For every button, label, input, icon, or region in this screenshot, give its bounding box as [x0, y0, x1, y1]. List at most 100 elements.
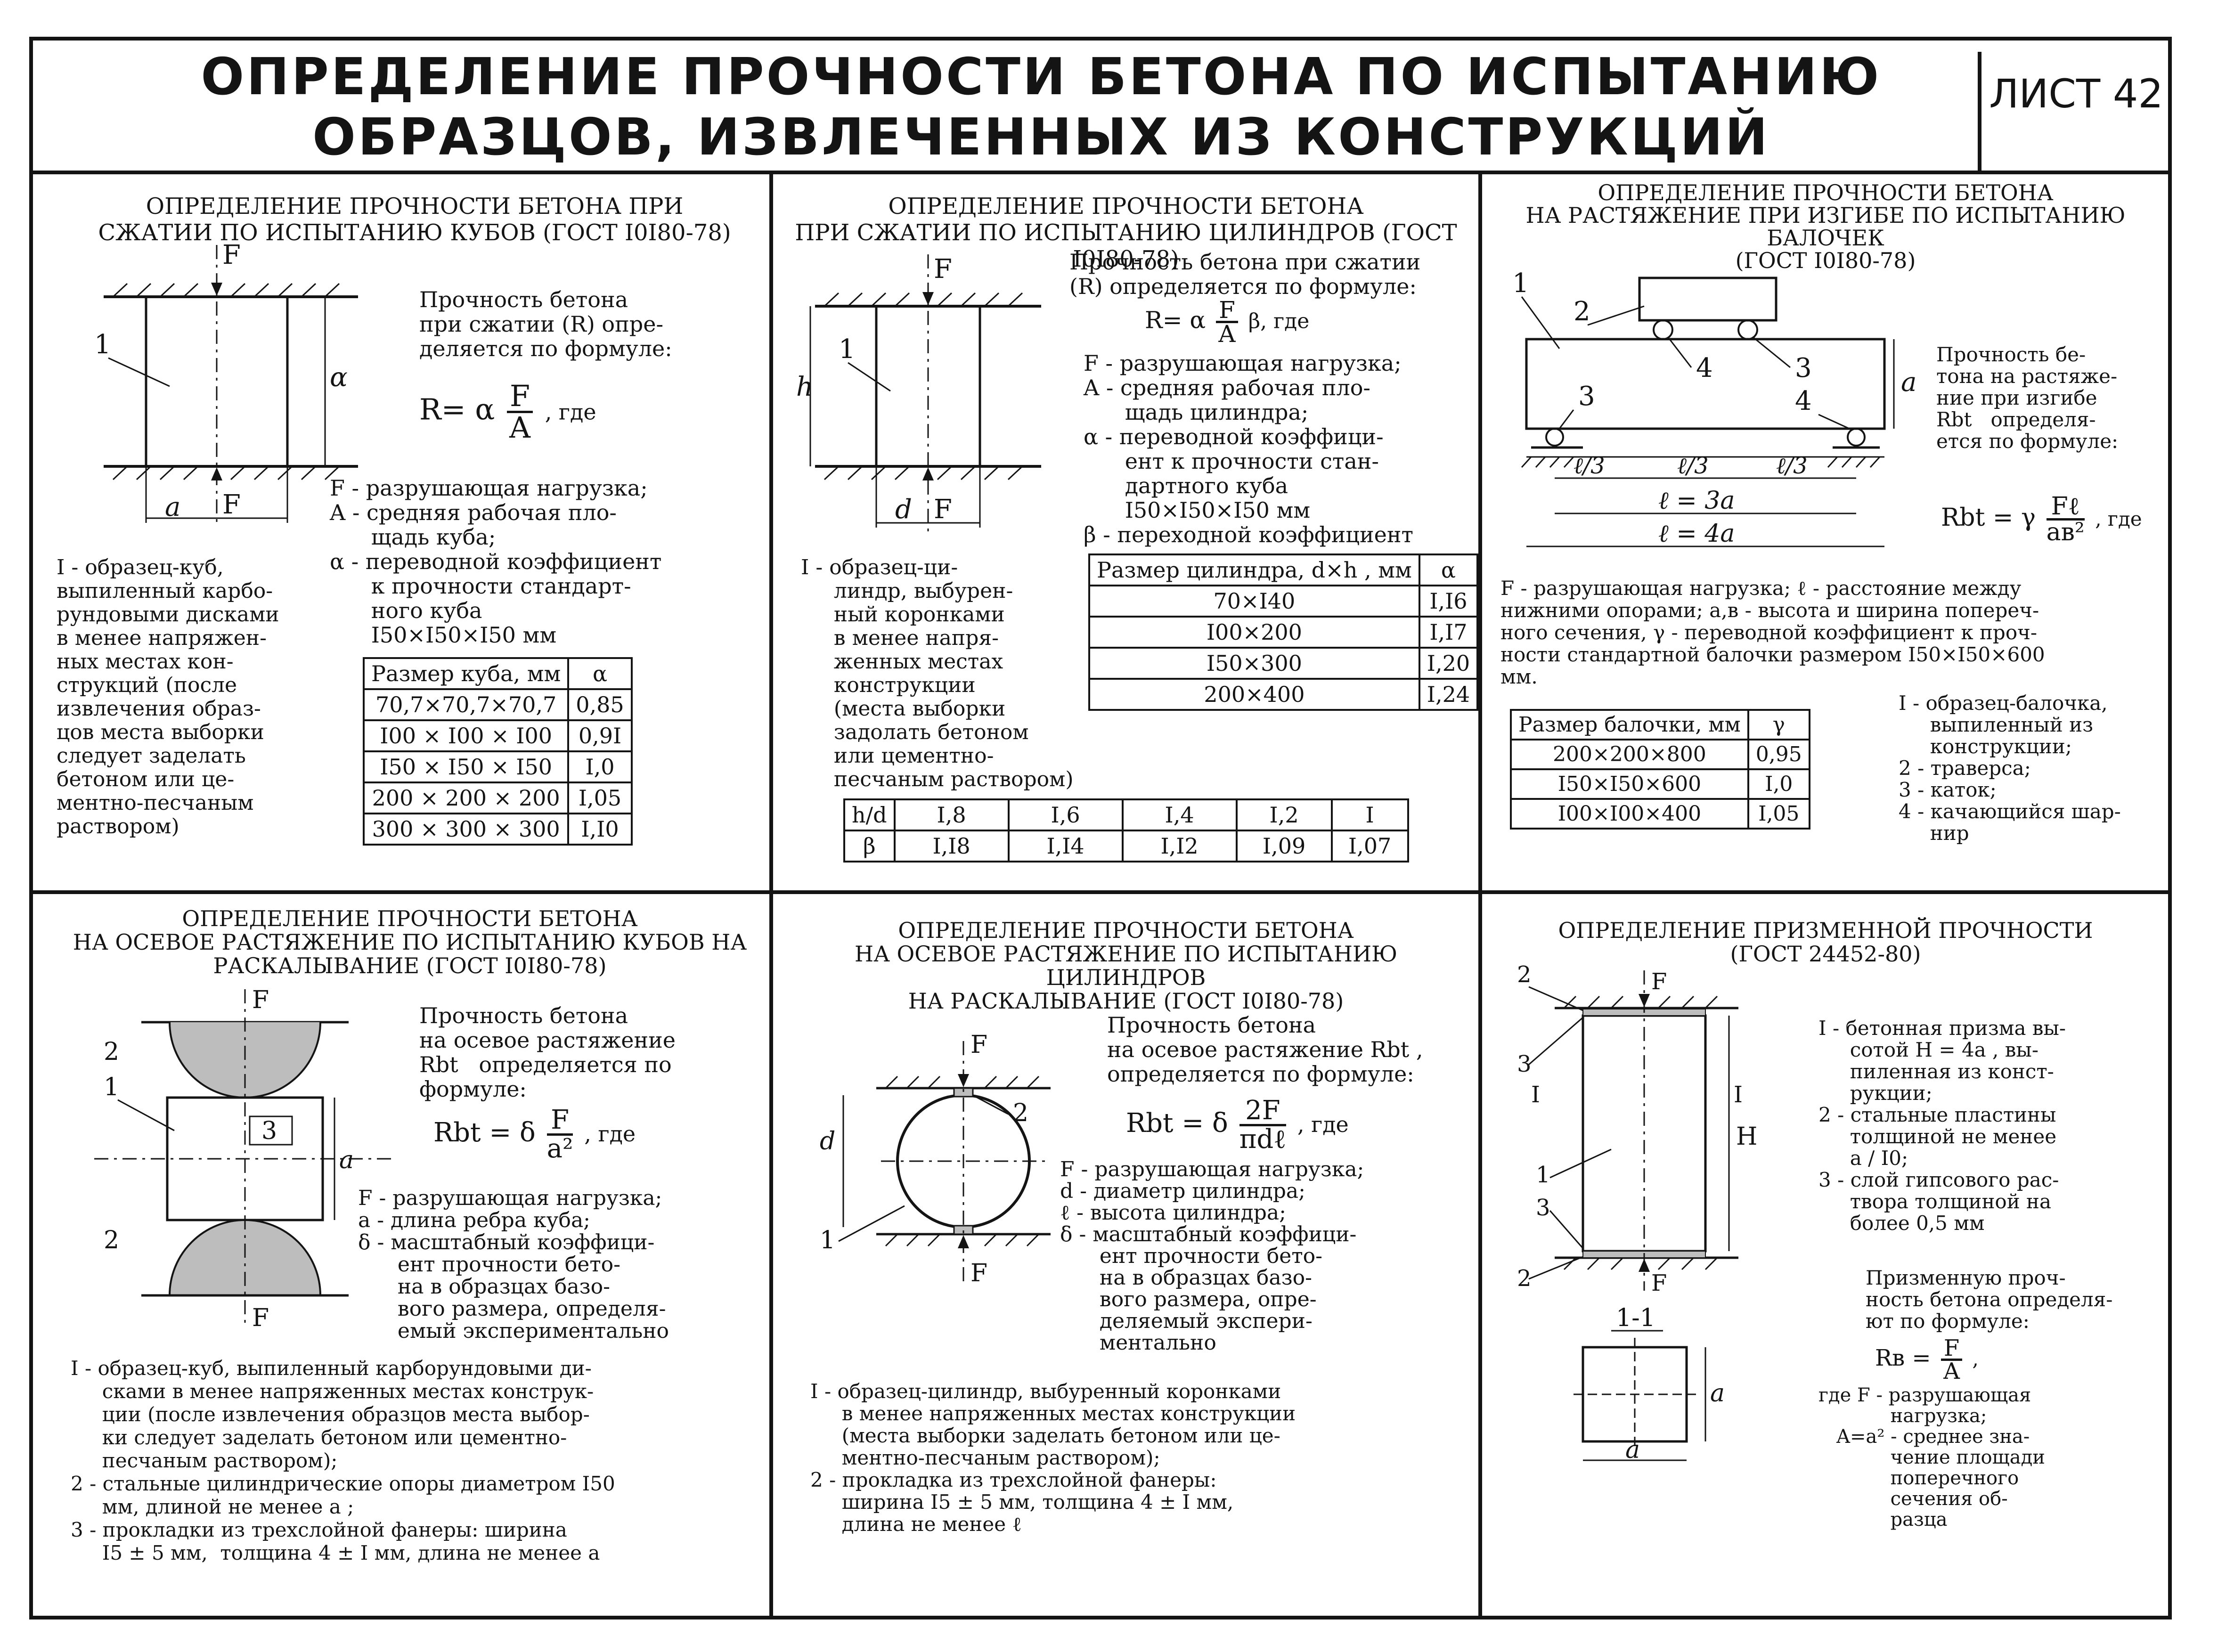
definitions: F - разрушающая нагрузка; a - длина ребр… — [358, 1186, 669, 1343]
table-cell: I,05 — [567, 781, 633, 814]
table-row: h/d I,8 I,6 I,4 I,2 I — [843, 798, 1409, 831]
sheet-number: ЛИСТ 42 — [1989, 71, 2163, 117]
leader-3 — [1549, 1210, 1584, 1249]
table-cell: β — [843, 830, 896, 863]
table-header: α — [1418, 553, 1479, 586]
plywood-strip — [953, 1225, 974, 1235]
plate-hatching — [824, 292, 1023, 480]
panel-title-line: НА РАСТЯЖЕНИЕ ПРИ ИЗГИБЕ ПО ИСПЫТАНИЮ БА… — [1525, 203, 2126, 251]
panel-title-line: ОПРЕДЕЛЕНИЕ ПРОЧНОСТИ БЕТОНА — [182, 906, 638, 931]
header-divider — [29, 171, 2172, 174]
leader-3 — [1752, 336, 1791, 368]
panel-title-line: ОПРЕДЕЛЕНИЕ ПРОЧНОСТИ БЕТОНА — [1598, 180, 2054, 205]
label-1: 1 — [1512, 268, 1529, 299]
panel-title-line: ОПРЕДЕЛЕНИЕ ПРОЧНОСТИ БЕТОНА — [898, 918, 1354, 943]
table-cell: I00×I00×400 — [1510, 798, 1749, 830]
table-cell: I,2 — [1235, 798, 1333, 831]
section-label: 1-1 — [1616, 1304, 1655, 1332]
roller — [1737, 319, 1758, 340]
table-cell: I,I4 — [1007, 830, 1124, 863]
hatching — [1521, 456, 1881, 468]
formula: R= α F A β, где — [1145, 298, 1310, 348]
label-1: 1 — [839, 334, 856, 365]
table-cell: I,I0 — [567, 813, 633, 846]
definitions: F - разрушающая нагрузка; A - средняя ра… — [330, 475, 662, 648]
formula-fraction: F A — [1216, 298, 1238, 348]
label-h: h — [796, 372, 813, 402]
panel-title-line: ПРИ СЖАТИИ ПО ИСПЫТАНИЮ ЦИЛИНДРОВ (ГОСТ … — [795, 220, 1457, 272]
table-cell: I — [1330, 798, 1409, 831]
plate-hatching — [1563, 995, 1718, 1270]
leader-1 — [838, 1205, 905, 1242]
formula-numerator: F — [546, 1107, 573, 1136]
table-row: β I,I8 I,I4 I,I2 I,09 I,07 — [843, 830, 1409, 863]
panel-title-line: (ГОСТ I0I80-78) — [1735, 248, 1916, 273]
table-header: Размер куба, мм — [362, 657, 570, 690]
formula-fraction: F A — [1941, 1337, 1963, 1383]
intro-text: Прочность бетона при сжатии (R) опре- де… — [419, 287, 672, 361]
plate-hatching — [885, 1075, 1040, 1247]
formula-lhs: R= α — [419, 392, 495, 427]
table-header: Размер цилиндра, d×h , мм — [1088, 553, 1420, 586]
load-arrow-top — [958, 1074, 969, 1087]
table-cell: I00×200 — [1088, 616, 1420, 649]
formula-denominator: πdℓ — [1239, 1124, 1287, 1155]
intro-text: Прочность бетона на осевое растяжение Rb… — [419, 1003, 676, 1102]
panel-title-line: ОПРЕДЕЛЕНИЕ ПРИЗМЕННОЙ ПРОЧНОСТИ — [1558, 918, 2093, 943]
formula-numerator: 2F — [1239, 1098, 1287, 1126]
formula-denominator: a² — [546, 1133, 573, 1164]
label-2: 2 — [104, 1038, 119, 1066]
panel-title: ОПРЕДЕЛЕНИЕ ПРОЧНОСТИ БЕТОНА НА ОСЕВОЕ Р… — [775, 919, 1477, 1013]
table-cell: 70×I40 — [1088, 585, 1420, 618]
notes: I - образец-цилиндр, выбуренный коронкам… — [810, 1380, 1296, 1536]
load-arrow-bottom — [958, 1235, 969, 1248]
definitions: где F - разрушающая нагрузка; A=a² - сре… — [1818, 1384, 2045, 1530]
label-1: 1 — [104, 1073, 119, 1101]
formula-tail: β, где — [1248, 309, 1310, 334]
label-F: F — [252, 1304, 269, 1332]
label-l3: ℓ/3 — [1574, 453, 1605, 479]
formula-tail: , где — [1297, 1112, 1349, 1137]
label-1: 1 — [94, 329, 111, 360]
panel-title-line: СЖАТИИ ПО ИСПЫТАНИЮ КУБОВ (ГОСТ I0I80-78… — [98, 220, 731, 246]
cube-specimen — [145, 295, 289, 468]
beta-table: h/d I,8 I,6 I,4 I,2 I β I,I8 I,I4 I,I2 I… — [843, 798, 1409, 863]
load-arrow-bottom — [922, 467, 934, 480]
panel-title: ОПРЕДЕЛЕНИЕ ПРОЧНОСТИ БЕТОНА НА РАСТЯЖЕН… — [1484, 181, 2167, 272]
table-header-row: Размер цилиндра, d×h , мм α — [1088, 553, 1479, 586]
label-1: 1 — [1536, 1162, 1550, 1188]
label-H: H — [1736, 1123, 1757, 1151]
load-arrow-bottom — [211, 467, 222, 480]
formula-numerator: Fℓ — [2046, 494, 2085, 521]
label-1: 1 — [820, 1226, 835, 1254]
label-d: d — [895, 494, 912, 525]
formula-denominator: A — [1218, 320, 1236, 348]
table-cell: I,0 — [1747, 768, 1810, 800]
formula-tail: , где — [2095, 507, 2142, 530]
beam-specimen — [1525, 338, 1886, 430]
section-mark: I — [1734, 1082, 1743, 1108]
leader-4 — [1818, 414, 1852, 431]
label-l3a: ℓ = 3a — [1658, 487, 1735, 515]
label-2: 2 — [1013, 1099, 1028, 1127]
row-divider — [29, 890, 2172, 894]
panel-title-line: (ГОСТ 24452-80) — [1730, 941, 1921, 967]
formula-fraction: F A — [506, 382, 533, 442]
cylinder-splitting-diagram: F F d 2 1 — [820, 1031, 1051, 1287]
cube-diagram: F F 1 a α — [94, 240, 358, 528]
title-line-2: ОБРАЗЦОВ, ИЗВЛЕЧЕННЫХ ИЗ КОНСТРУКЦИЙ — [312, 108, 1770, 167]
table-cell: I,I7 — [1418, 616, 1479, 649]
table-cell: I,8 — [893, 798, 1010, 831]
